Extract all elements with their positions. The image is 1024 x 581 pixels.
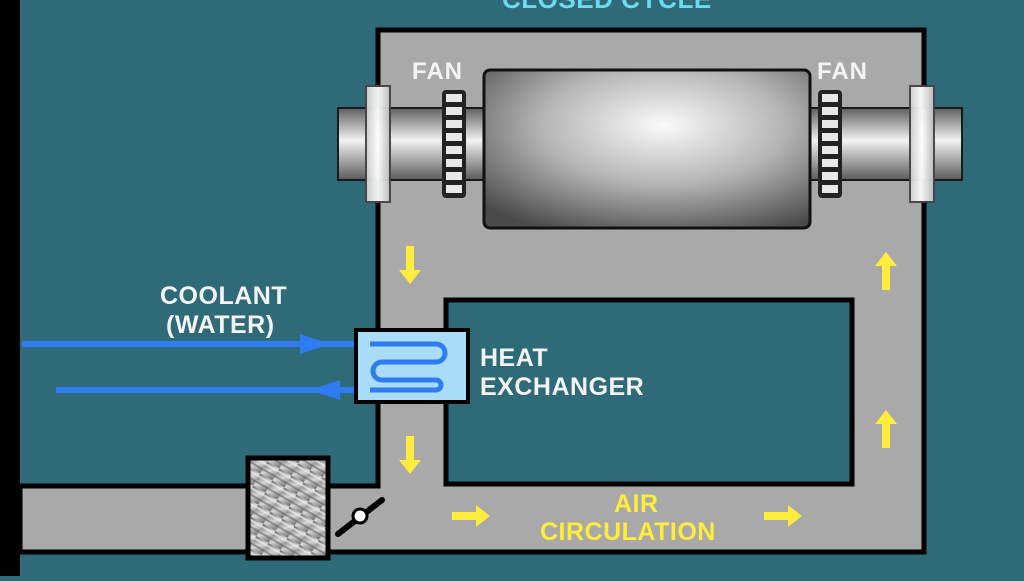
fan-left-label: FAN [412, 58, 463, 85]
heat-exchanger [354, 328, 470, 404]
coolant-pipes [22, 334, 370, 400]
fan-blade [822, 94, 838, 102]
fan-blade [822, 107, 838, 115]
diagram-title: CLOSED CYCLE [502, 0, 712, 12]
fan-blade [822, 185, 838, 193]
flow-arrow-right [452, 505, 490, 527]
fan-right-icon [818, 90, 842, 198]
fan-blade [822, 172, 838, 180]
flange-right [909, 85, 935, 203]
fan-blade [822, 159, 838, 167]
circulation-label: CIRCULATION [540, 518, 716, 546]
coolant-label: COOLANT [160, 282, 288, 310]
heat-exchanger-label: HEAT [480, 344, 549, 372]
fan-blade [446, 133, 462, 141]
coolant-sub-label: (WATER) [166, 311, 275, 339]
flow-arrow-down [399, 246, 421, 284]
generator-rotor [482, 68, 812, 230]
flow-arrow-up [875, 410, 897, 448]
air-filter-icon [245, 455, 331, 561]
fan-blade [822, 120, 838, 128]
fan-left-icon [442, 90, 466, 198]
fan-right-label: FAN [817, 58, 868, 85]
fan-blade [822, 133, 838, 141]
flow-arrow-right [764, 505, 802, 527]
fan-blade [446, 185, 462, 193]
fan-blade [446, 172, 462, 180]
fan-blade [446, 107, 462, 115]
fan-blade [446, 146, 462, 154]
damper-valve-icon [335, 497, 385, 537]
fan-blade [446, 159, 462, 167]
fan-blade [822, 146, 838, 154]
fan-blade [446, 94, 462, 102]
air-label: AIR [614, 490, 659, 518]
air-flow-arrows [399, 246, 897, 527]
heat-exchanger-sub-label: EXCHANGER [480, 373, 645, 401]
flow-arrow-down [399, 436, 421, 474]
fan-blade [446, 120, 462, 128]
flow-arrow-up [875, 252, 897, 290]
screen-edge [0, 0, 20, 576]
flange-left [365, 85, 391, 203]
